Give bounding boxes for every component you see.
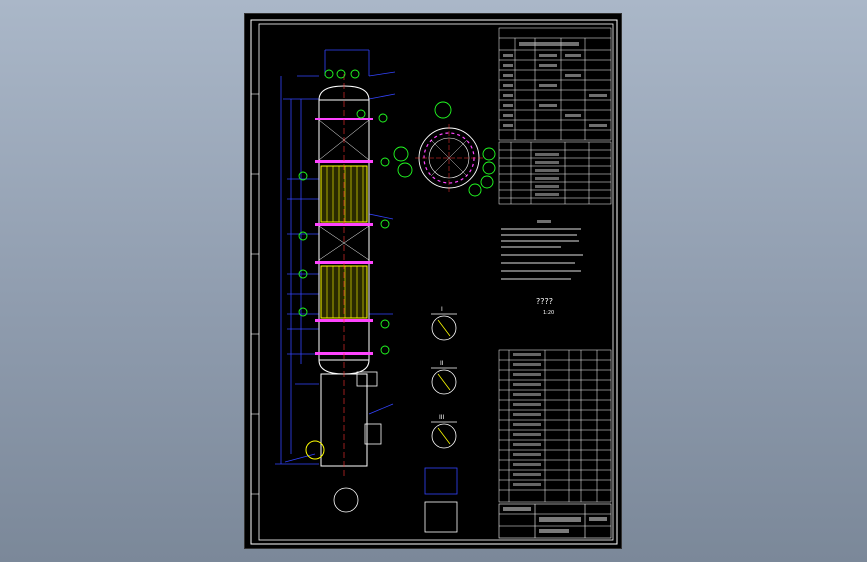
technical-data-table	[498, 27, 612, 141]
leader-markers	[298, 69, 390, 355]
zone-ticks	[251, 93, 259, 495]
nozzle-table-fill	[535, 153, 559, 196]
dimension-lines	[275, 49, 396, 465]
tube-bundle-lines	[326, 166, 364, 318]
plan-view-markers	[393, 101, 496, 197]
title-block-fill	[503, 507, 607, 533]
cad-drawing: I II III	[250, 19, 618, 545]
section-label-iii: III	[439, 414, 445, 421]
center-sub-label: 1:20	[543, 310, 554, 316]
inner-frame	[258, 23, 614, 541]
nozzle-table	[498, 141, 612, 205]
skirt-outlet	[356, 371, 378, 387]
detail-marks	[437, 319, 451, 445]
center-label: ????	[536, 297, 553, 306]
title-block	[498, 503, 612, 539]
notes-block	[501, 220, 583, 280]
skirt-access-opening	[364, 423, 382, 445]
detail-views	[333, 313, 458, 533]
parts-list-table	[498, 349, 612, 503]
section-label-ii: II	[440, 360, 444, 367]
section-label-i: I	[441, 306, 443, 313]
drawing-sheet: I II III	[244, 13, 622, 549]
technical-data-fill	[503, 42, 607, 127]
parts-list-fill	[513, 353, 541, 486]
outer-frame	[250, 19, 618, 545]
skirt-manhole	[305, 440, 325, 460]
plan-view	[415, 124, 483, 192]
